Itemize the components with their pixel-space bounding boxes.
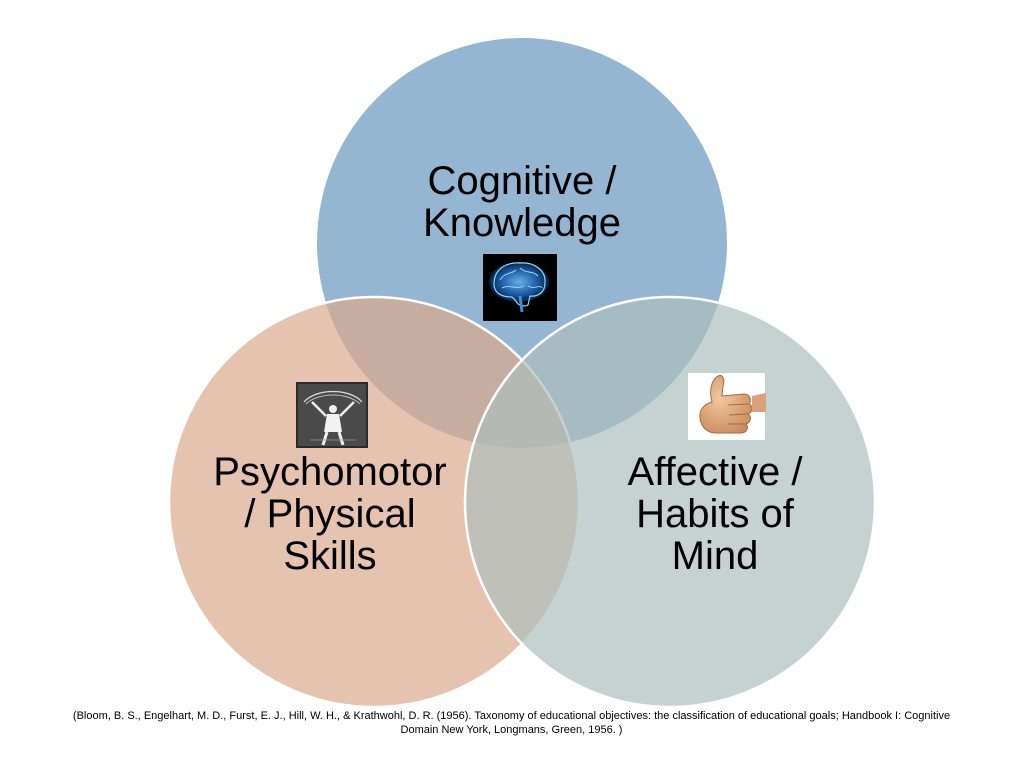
affective-label-line-3: Mind <box>671 534 759 578</box>
circle-affective <box>463 295 877 709</box>
cognitive-label-line-2: Knowledge <box>423 201 621 245</box>
affective-label: Affective / Habits of Mind <box>565 451 865 577</box>
citation-line-2: Domain New York, Longmans, Green, 1956. … <box>400 724 623 736</box>
cognitive-label: Cognitive / Knowledge <box>372 160 672 244</box>
thumbs-up-icon <box>688 373 766 440</box>
cognitive-label-line-1: Cognitive / <box>427 159 617 203</box>
gymnast-icon <box>296 382 368 448</box>
psychomotor-label-line-2: / Physical <box>244 492 416 536</box>
citation-line-1: (Bloom, B. S., Engelhart, M. D., Furst, … <box>72 710 951 722</box>
citation: (Bloom, B. S., Engelhart, M. D., Furst, … <box>20 709 1003 737</box>
psychomotor-label: Psychomotor / Physical Skills <box>180 451 480 577</box>
brain-icon <box>483 254 557 321</box>
psychomotor-label-line-3: Skills <box>283 534 377 578</box>
affective-label-line-2: Habits of <box>636 492 794 536</box>
psychomotor-label-line-1: Psychomotor <box>213 450 447 494</box>
affective-label-line-1: Affective / <box>627 450 803 494</box>
